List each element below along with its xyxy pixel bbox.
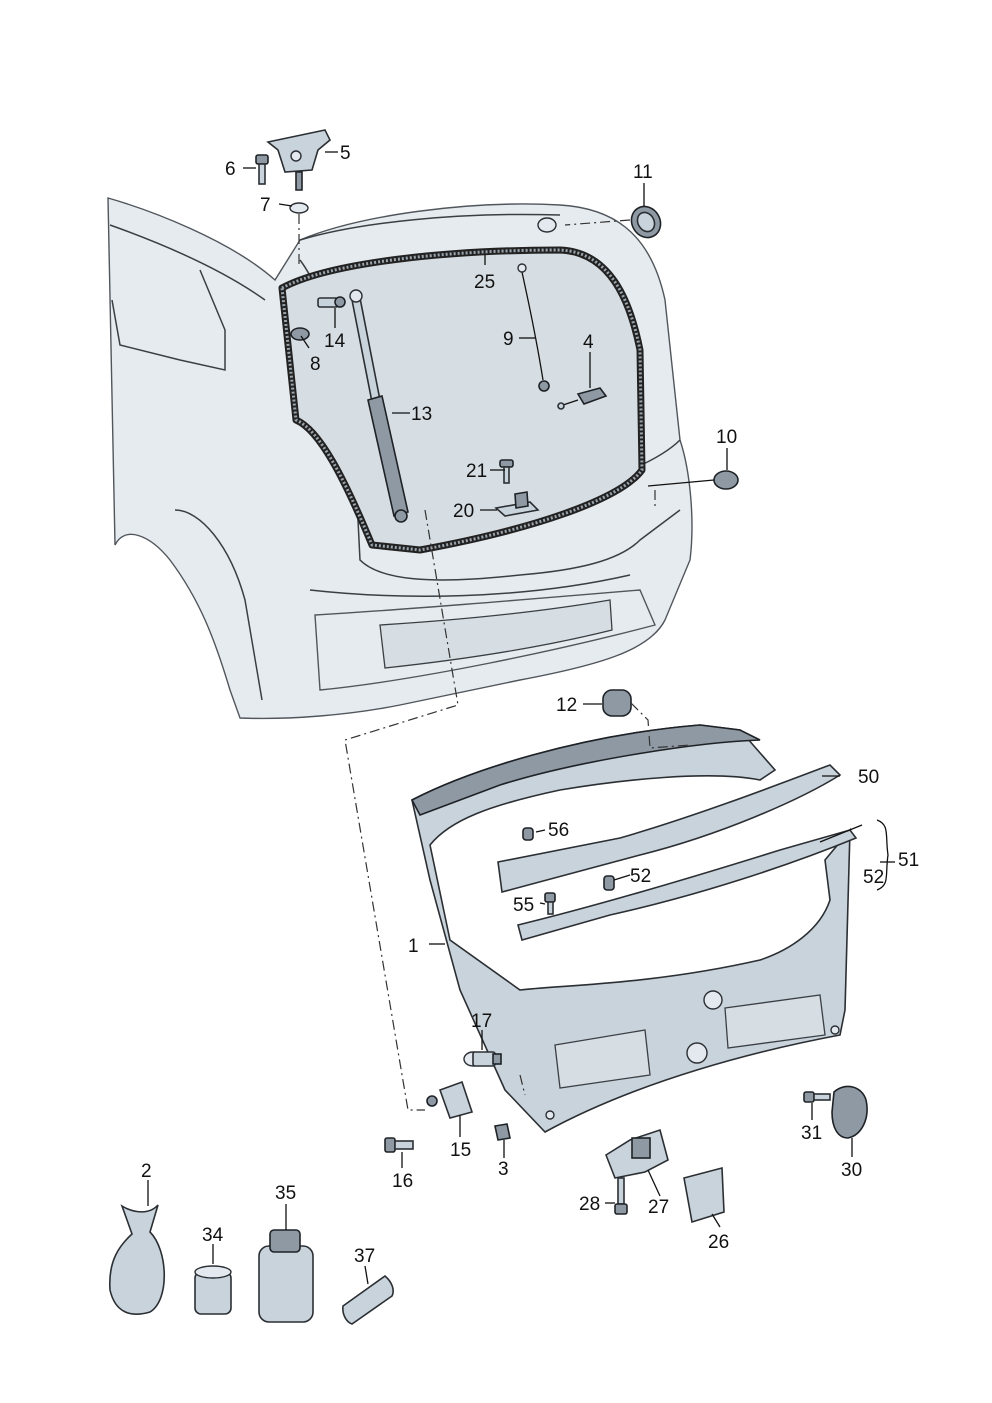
callout-37: 37 [354,1246,375,1267]
screw-21 [499,459,514,484]
callout-31: 31 [801,1123,822,1144]
callout-8: 8 [310,354,321,375]
bottle-35 [258,1229,314,1323]
screw-31 [803,1091,831,1103]
callout-30: 30 [841,1160,862,1181]
grommet-12 [602,689,691,749]
spoiler-trim-50 [497,764,842,894]
tailgate-1 [410,724,851,1133]
trim-strip-51 [517,829,858,941]
clip-56 [522,827,534,841]
callout-52-lower: 52 [630,866,651,887]
gas-strut-13 [349,289,409,523]
callout-55: 55 [513,895,534,916]
buffer-17 [463,1051,502,1067]
callout-7: 7 [260,195,271,216]
callout-5: 5 [340,143,351,164]
clip-4 [557,387,608,410]
callout-20: 20 [453,501,474,522]
handle-30 [831,1085,868,1139]
nut-8 [290,327,310,341]
callout-9: 9 [503,329,514,350]
screw-55 [544,892,556,915]
window-seal-25 [278,246,646,554]
callout-56: 56 [548,820,569,841]
container-34 [194,1265,232,1315]
plug-10 [647,470,739,490]
callout-25: 25 [474,272,495,293]
callout-2: 2 [141,1161,152,1182]
callout-1: 1 [408,936,419,957]
callout-3: 3 [498,1159,509,1180]
callout-52-upper: 52 [863,867,884,888]
leader-lines [147,151,895,1285]
callout-6: 6 [225,159,236,180]
callout-21: 21 [466,461,487,482]
callout-10: 10 [716,427,737,448]
callout-14: 14 [324,331,346,352]
callout-labels: 1 2 3 4 5 6 7 8 9 10 11 12 13 14 15 16 1… [141,143,919,1267]
callout-4: 4 [583,332,594,353]
hinge-15 [426,1080,474,1119]
grommet-11 [564,205,662,239]
bolt-6 [255,154,269,185]
callout-26: 26 [708,1232,729,1253]
sleeve-37 [342,1274,394,1325]
callout-34: 34 [202,1225,224,1246]
callout-11: 11 [633,162,653,183]
ball-pin-14 [317,296,346,308]
striker-20 [494,491,540,517]
bolt-28 [614,1177,628,1215]
clip-52 [603,875,615,891]
callout-51: 51 [898,850,919,871]
callout-27: 27 [648,1197,669,1218]
lock-27 [605,1128,669,1179]
clip-3 [494,1123,511,1141]
callout-17: 17 [471,1011,492,1032]
callout-50: 50 [858,767,879,788]
grease-bag-2 [109,1204,166,1315]
callout-16: 16 [392,1171,413,1192]
callout-13: 13 [411,404,432,425]
cable-9 [517,263,550,392]
callout-28: 28 [579,1194,600,1215]
hinge-bracket-5 [266,129,331,191]
callout-15: 15 [450,1140,471,1161]
callout-12: 12 [556,695,577,716]
callout-35: 35 [275,1183,296,1204]
bolt-16 [384,1137,414,1153]
cover-26 [683,1166,725,1224]
washer-7 [289,202,309,214]
